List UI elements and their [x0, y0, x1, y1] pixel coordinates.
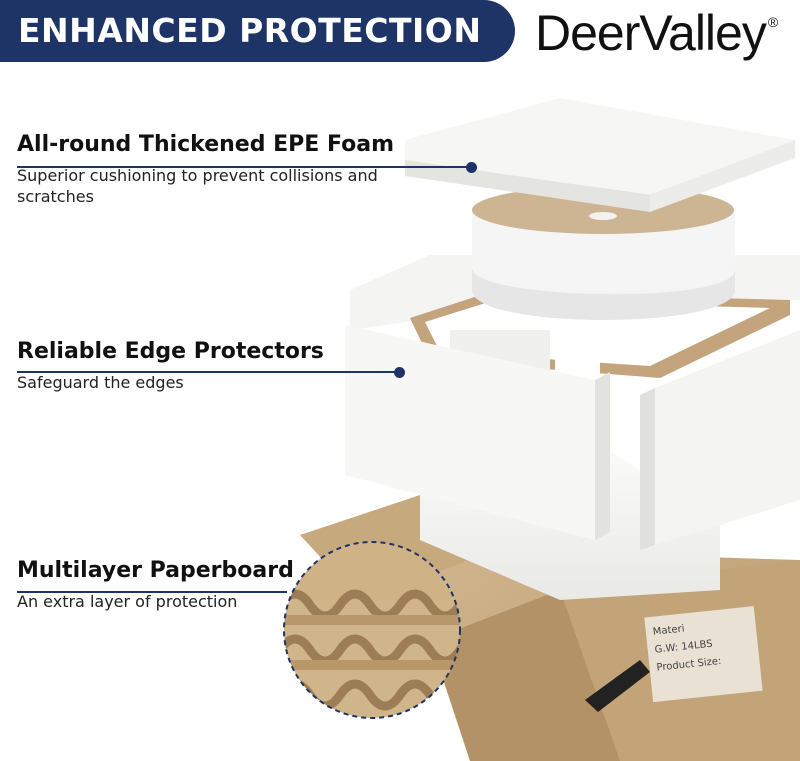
foam-top-plate — [405, 98, 795, 195]
brand-name: DeerValley — [535, 5, 767, 61]
registered-mark: ® — [767, 14, 778, 30]
feature-desc-edge-protectors: Safeguard the edges — [17, 373, 184, 392]
basin-product — [472, 186, 735, 320]
box-label-line1: Materi — [652, 624, 685, 638]
feature-title-paperboard: Multilayer Paperboard — [17, 558, 294, 583]
feature-desc-epe-foam: Superior cushioning to prevent collision… — [17, 166, 378, 206]
leader-dot-edge-protectors — [394, 367, 405, 378]
feature-epe-foam: All-round Thickened EPE Foam Superior cu… — [17, 132, 407, 207]
feature-desc-paperboard: An extra layer of protection — [17, 592, 238, 611]
banner-title: ENHANCED PROTECTION — [18, 11, 482, 50]
leader-line-paperboard — [17, 591, 287, 593]
brand-logo: DeerValley® — [535, 4, 778, 62]
edge-protectors — [345, 325, 800, 550]
feature-paperboard: Multilayer Paperboard An extra layer of … — [17, 558, 407, 612]
feature-edge-protectors: Reliable Edge Protectors Safeguard the e… — [17, 339, 407, 393]
feature-title-epe-foam: All-round Thickened EPE Foam — [17, 132, 394, 157]
leader-line-edge-protectors — [17, 371, 399, 373]
feature-title-edge-protectors: Reliable Edge Protectors — [17, 339, 324, 364]
header-banner: ENHANCED PROTECTION — [0, 0, 515, 62]
leader-line-epe-foam — [17, 166, 472, 168]
leader-dot-epe-foam — [466, 162, 477, 173]
